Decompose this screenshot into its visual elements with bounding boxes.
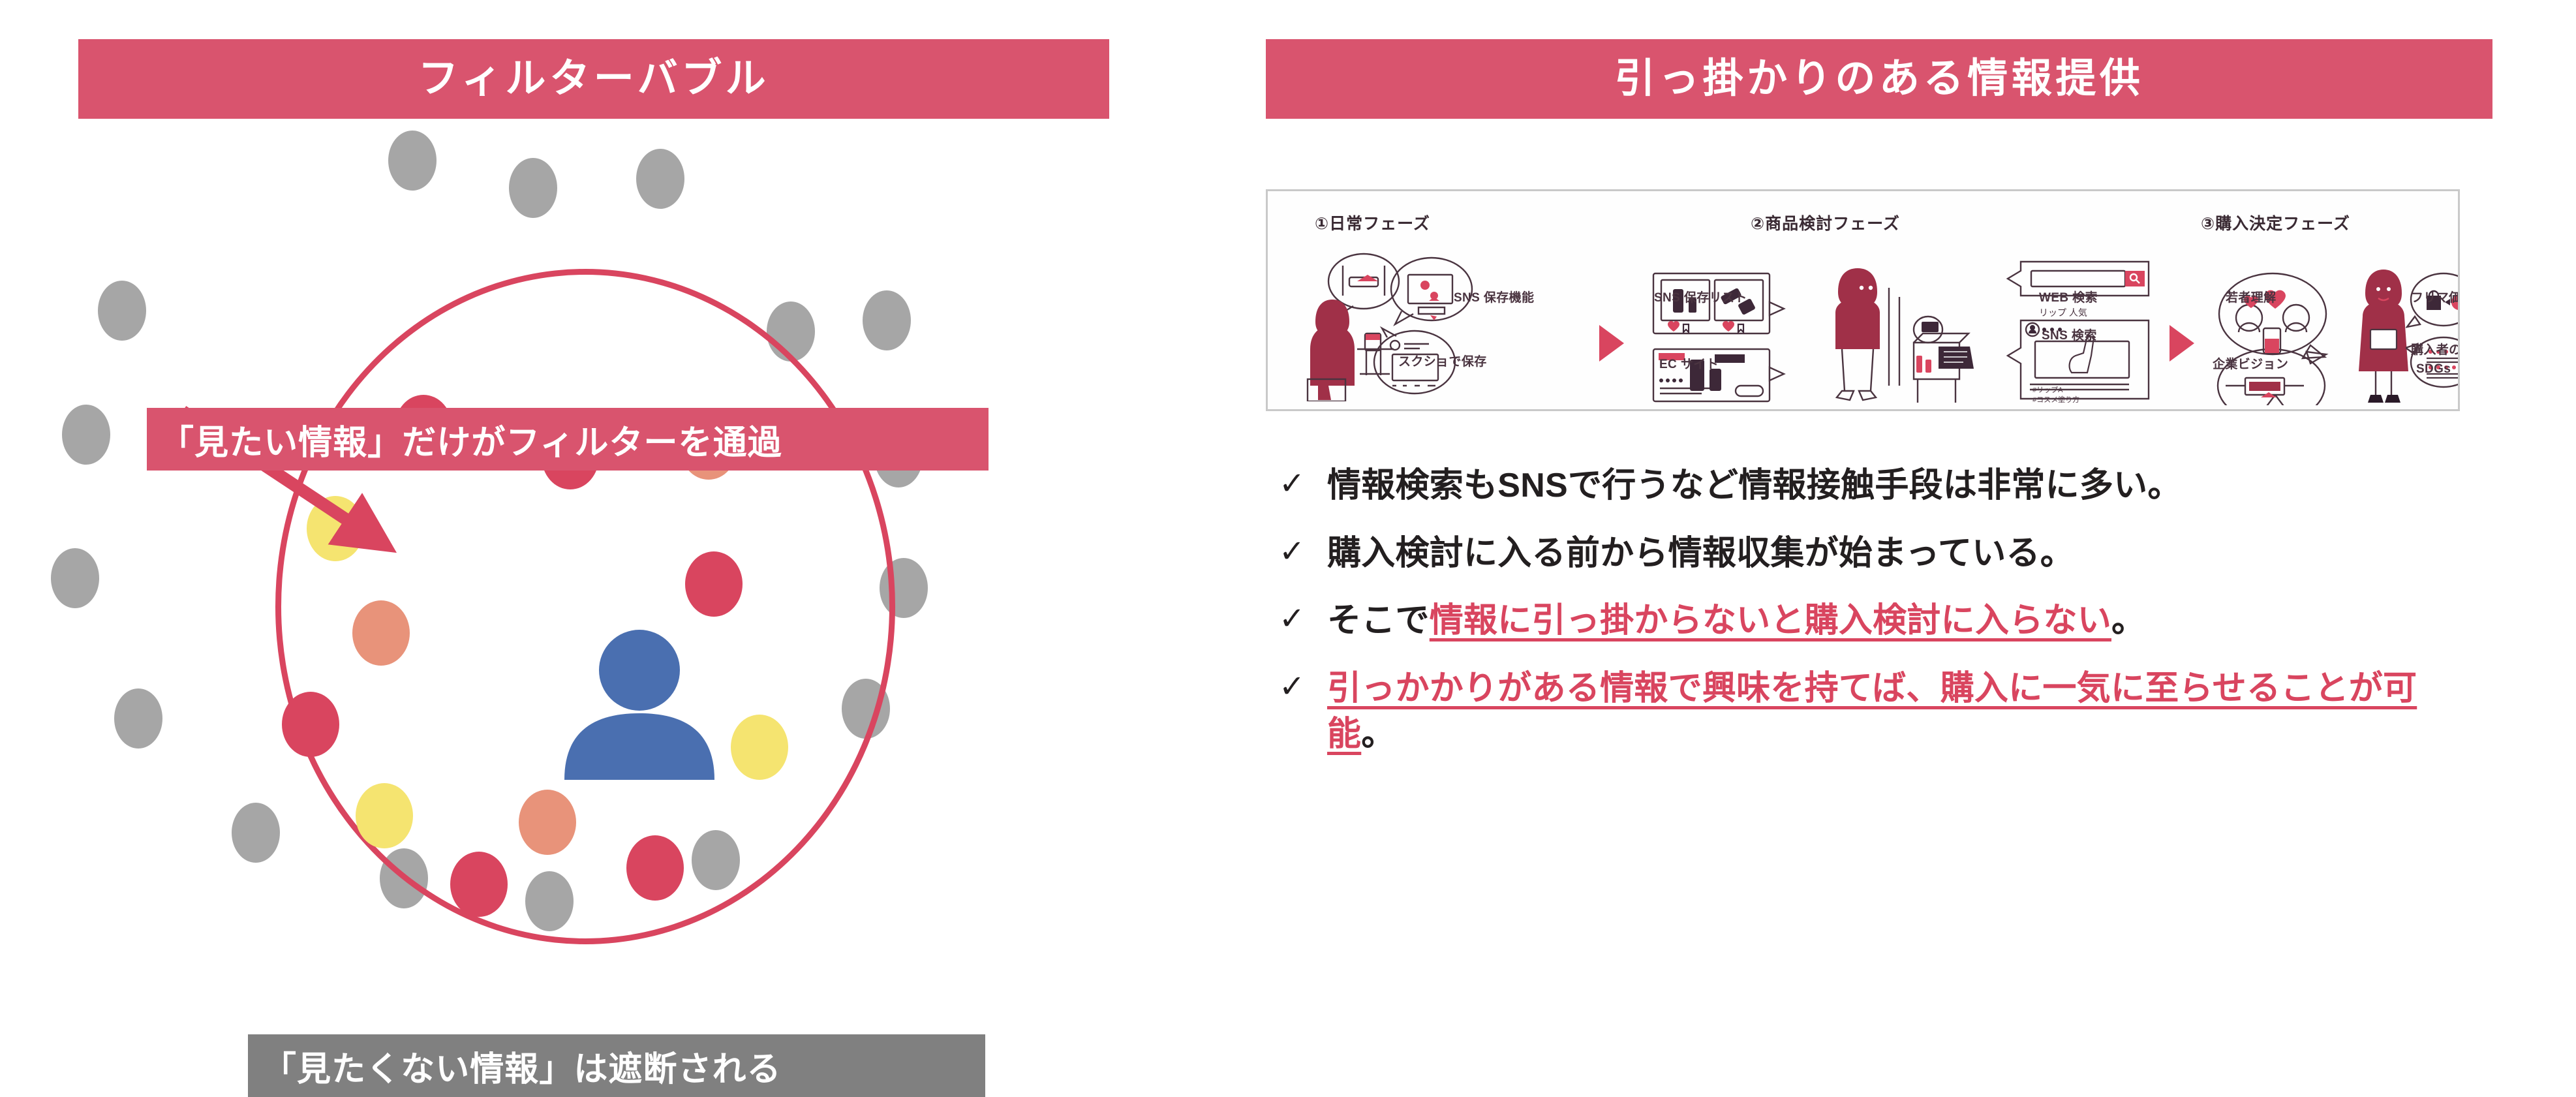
phase3-woman-illustration — [2359, 270, 2408, 403]
passed-information-dot — [731, 715, 788, 780]
filter-bubble-ring — [275, 269, 895, 944]
highlighted-phrase: 情報に引っ掛からないと購入検討に入らない — [1429, 602, 2111, 640]
label-ec-site: EC サイト — [1659, 358, 1719, 371]
check-icon: ✓ — [1279, 467, 1306, 501]
plain-phrase: そこで — [1327, 602, 1430, 640]
check-icon: ✓ — [1279, 602, 1306, 637]
passed-information-dot — [519, 790, 576, 855]
right-content-panel: ①日常フェーズ ②商品検討フェーズ ③購入決定フェーズ — [1266, 189, 2506, 1064]
header-filter-bubble: フィルターバブル — [78, 39, 1109, 119]
list-item-text: 情報検索もSNSで行うなど情報接触手段は非常に多い。 — [1327, 463, 2473, 509]
label-hashtag-lip-a: #リップA — [2032, 386, 2063, 394]
label-sns-save-function: SNS 保存機能 — [1454, 291, 1535, 305]
blocked-information-dot — [863, 290, 911, 350]
list-item: ✓ 購入検討に入る前から情報収集が始まっている。 — [1279, 531, 2473, 577]
label-sns-search: SNS 検索 — [2042, 329, 2097, 343]
label-buyer-voice: 購入者の声 — [2411, 343, 2458, 357]
label-sns-save-list: SNS 保存リスト — [1654, 291, 1747, 305]
check-icon: ✓ — [1279, 670, 1306, 705]
blocked-information-dot — [62, 405, 110, 465]
journey-phase-title-2: ②商品検討フェーズ — [1751, 215, 1900, 233]
phase3-youth-understanding-illustration — [2216, 272, 2329, 405]
blocked-information-dot — [232, 803, 280, 863]
phase-arrow-2-to-3 — [2170, 325, 2194, 362]
passed-information-dot — [352, 600, 410, 666]
journey-phase-title-3: ③購入決定フェーズ — [2201, 215, 2350, 233]
label-visible-information: 「見たい情報」だけがフィルターを通過 — [147, 408, 989, 471]
passed-information-dot — [356, 783, 413, 848]
blocked-information-dot — [509, 158, 557, 218]
key-points-list: ✓ 情報検索もSNSで行うなど情報接触手段は非常に多い。 ✓ 購入検討に入る前から情報… — [1279, 463, 2473, 779]
plain-phrase: 情報検索もSNSで行うなど情報接触手段は非常に多い。 — [1327, 467, 2182, 504]
label-flea-market-price: フリマ価格 — [2411, 291, 2458, 305]
journey-phase-title-1: ①日常フェーズ — [1315, 215, 1430, 233]
plain-phrase: 。 — [2111, 602, 2146, 640]
passed-information-dot — [282, 692, 339, 757]
list-item-text: 購入検討に入る前から情報収集が始まっている。 — [1327, 531, 2473, 577]
list-item: ✓ そこで情報に引っ掛からないと購入検討に入らない。 — [1279, 598, 2473, 644]
label-search-query: リップ 人気 — [2039, 307, 2087, 318]
phase2-sns-list-illustration — [1652, 272, 1786, 403]
list-item-text: そこで情報に引っ掛からないと購入検討に入らない。 — [1327, 598, 2473, 644]
label-hashtag-cosme: #コスメ塗り方 — [2032, 396, 2080, 404]
label-youth-understanding: 若者理解 — [2226, 291, 2277, 305]
plain-phrase: 。 — [1361, 715, 1396, 753]
list-item-text: 引っかかりがある情報で興味を持てば、購入に一気に至らせることが可能。 — [1327, 666, 2473, 757]
check-icon: ✓ — [1279, 534, 1306, 569]
blocked-information-dot — [98, 281, 146, 341]
arrow-into-bubble-icon — [179, 406, 397, 553]
label-sdgs: SDGs — [2416, 362, 2451, 376]
blocked-information-dot — [636, 149, 684, 209]
phase2-shopper-illustration — [1835, 268, 1974, 403]
blocked-information-dot — [388, 131, 437, 191]
label-blocked-information: 「見たくない情報」は遮断される — [248, 1034, 985, 1097]
label-company-vision: 企業ビジョン — [2213, 358, 2289, 371]
phase1-illustration — [1306, 253, 1473, 401]
phase2-search-illustration — [2006, 260, 2150, 400]
passed-information-dot — [626, 835, 684, 901]
phase3-flea-market-illustration — [2406, 272, 2458, 388]
phase-arrow-1-to-2 — [1599, 325, 1624, 362]
passed-information-dot — [450, 852, 508, 917]
list-item: ✓ 情報検索もSNSで行うなど情報接触手段は非常に多い。 — [1279, 463, 2473, 509]
passed-information-dot — [685, 551, 743, 617]
customer-journey-figure: ①日常フェーズ ②商品検討フェーズ ③購入決定フェーズ — [1266, 189, 2460, 411]
list-item: ✓ 引っかかりがある情報で興味を持てば、購入に一気に至らせることが可能。 — [1279, 666, 2473, 757]
highlighted-phrase: 引っかかりがある情報で興味を持てば、購入に一気に至らせることが可能 — [1327, 670, 2417, 753]
person-icon — [564, 630, 714, 780]
plain-phrase: 購入検討に入る前から情報収集が始まっている。 — [1327, 534, 2075, 572]
blocked-information-dot — [51, 548, 99, 608]
label-screenshot-save: スクショで保存 — [1398, 355, 1487, 369]
filter-bubble-diagram: 「見たい情報」だけがフィルターを通過 「見たくない情報」は遮断される — [0, 131, 1148, 1097]
header-hooked-information: 引っ掛かりのある情報提供 — [1266, 39, 2492, 119]
blocked-information-dot — [114, 688, 162, 749]
label-web-search: WEB 検索 — [2039, 291, 2098, 305]
